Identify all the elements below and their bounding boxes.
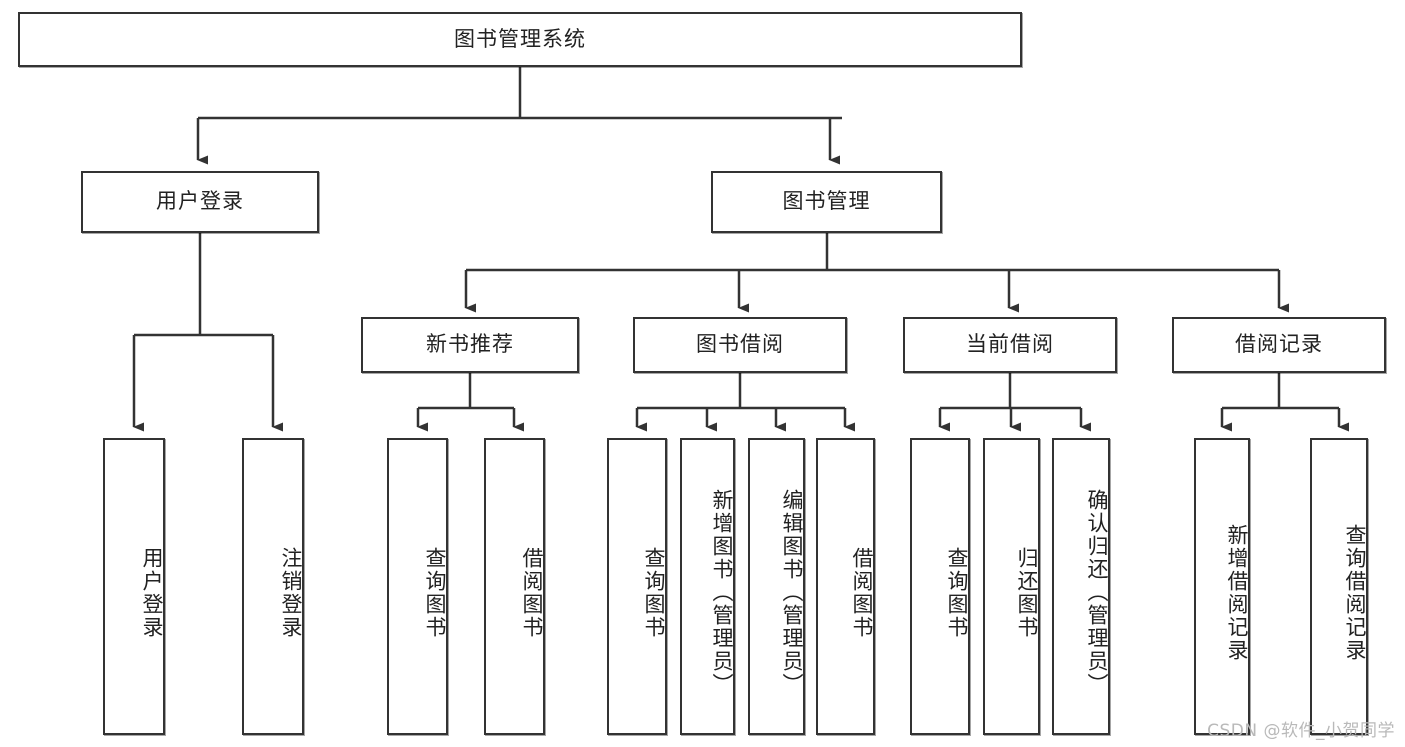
node-book-borrow[interactable]: 图书借阅 [633,317,847,373]
leaf-query-books-current-label: 查询图书 [945,546,969,639]
leaf-borrow-books-recommend[interactable]: 借阅图书 [484,438,545,735]
leaf-query-borrow-record[interactable]: 查询借阅记录 [1310,438,1368,735]
leaf-edit-book-admin-label: 编辑图书（管理员） [780,489,804,696]
node-new-book-recommend-label: 新书推荐 [426,332,514,357]
leaf-add-borrow-record-label: 新增借阅记录 [1225,523,1249,662]
node-root[interactable]: 图书管理系统 [18,12,1022,67]
leaf-add-borrow-record[interactable]: 新增借阅记录 [1194,438,1250,735]
leaf-query-books-recommend-label: 查询图书 [423,546,447,639]
node-user-login-label: 用户登录 [156,189,244,214]
leaf-return-book[interactable]: 归还图书 [983,438,1040,735]
leaf-lend-book[interactable]: 借阅图书 [816,438,875,735]
node-root-label: 图书管理系统 [454,26,586,51]
leaf-add-book-admin-label: 新增图书（管理员） [710,489,734,696]
node-book-borrow-label: 图书借阅 [696,332,784,357]
leaf-edit-book-admin[interactable]: 编辑图书（管理员） [748,438,805,735]
leaf-lend-book-label: 借阅图书 [850,546,874,639]
node-current-borrow-label: 当前借阅 [966,332,1054,357]
leaf-return-book-label: 归还图书 [1015,546,1039,639]
node-book-management-label: 图书管理 [782,189,871,214]
leaf-confirm-return-admin-label: 确认归还（管理员） [1085,489,1109,696]
leaf-query-books-borrow[interactable]: 查询图书 [607,438,667,735]
watermark: CSDN @软件_小贺同学 [1207,721,1395,741]
node-user-login[interactable]: 用户登录 [81,171,319,233]
leaf-logout[interactable]: 注销登录 [242,438,304,735]
leaf-add-book-admin[interactable]: 新增图书（管理员） [680,438,735,735]
leaf-query-books-recommend[interactable]: 查询图书 [387,438,448,735]
leaf-query-borrow-record-label: 查询借阅记录 [1343,523,1367,662]
node-current-borrow[interactable]: 当前借阅 [903,317,1117,373]
leaf-query-books-current[interactable]: 查询图书 [910,438,970,735]
leaf-borrow-books-recommend-label: 借阅图书 [520,546,544,639]
leaf-query-books-borrow-label: 查询图书 [642,546,666,639]
node-borrow-records[interactable]: 借阅记录 [1172,317,1386,373]
leaf-user-login[interactable]: 用户登录 [103,438,165,735]
node-new-book-recommend[interactable]: 新书推荐 [361,317,579,373]
leaf-logout-label: 注销登录 [279,546,303,639]
node-book-management[interactable]: 图书管理 [711,171,942,233]
node-borrow-records-label: 借阅记录 [1235,332,1323,357]
leaf-confirm-return-admin[interactable]: 确认归还（管理员） [1052,438,1110,735]
leaf-user-login-label: 用户登录 [140,546,164,639]
